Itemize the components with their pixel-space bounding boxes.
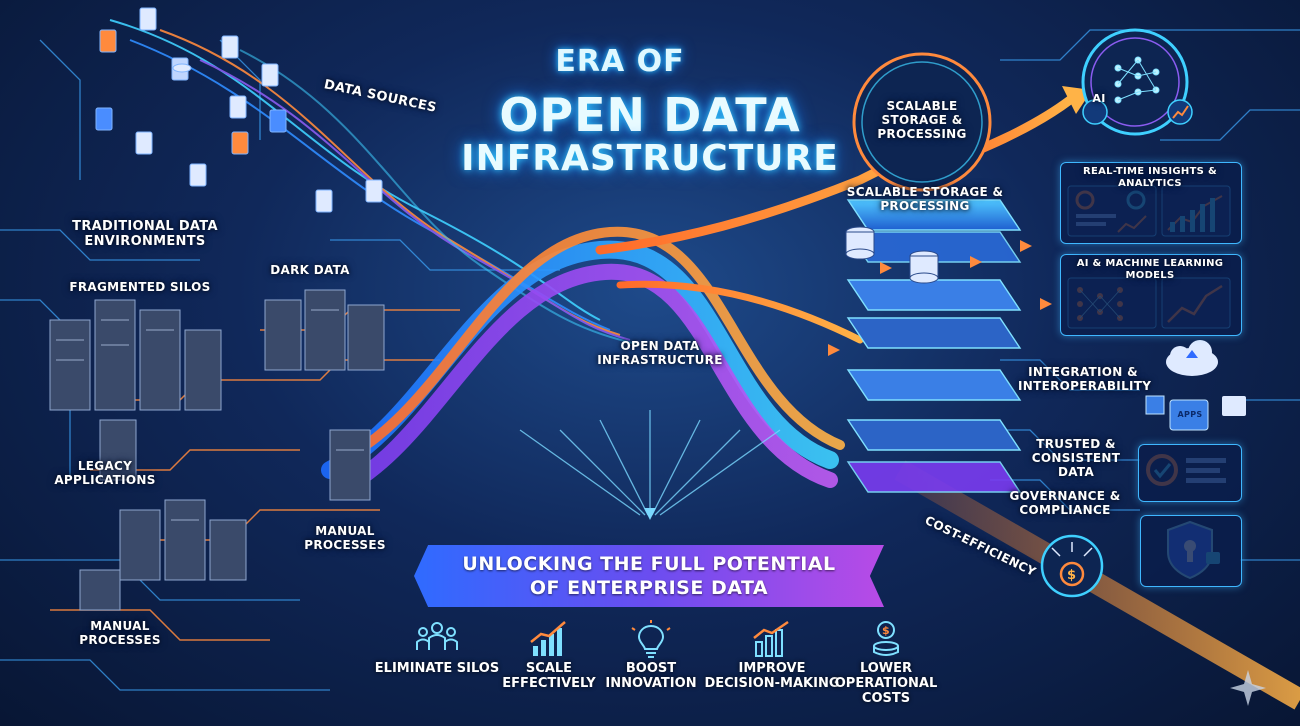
cost-circle (1040, 534, 1104, 598)
platform-layers (846, 199, 1022, 493)
cloud-icon (1145, 340, 1246, 431)
benefit-boost-innovation: BOOST INNOVATION (586, 620, 716, 692)
label-storage-stack: SCALABLE STORAGE & PROCESSING (846, 185, 1004, 213)
title-line-1: ERA OF (555, 44, 685, 79)
panel-governance (1140, 515, 1242, 587)
orange-arrows (828, 240, 1052, 356)
label-dark-data: DARK DATA (270, 263, 350, 277)
server-towers-left (49, 289, 385, 611)
benefit-improve-decision-making: IMPROVE DECISION-MAKING (702, 620, 842, 692)
benefit-label: SCALE EFFECTIVELY (502, 661, 596, 691)
database-cylinders (845, 226, 939, 284)
apps-badge: APPS (1177, 410, 1203, 419)
arrow-down-icon (644, 508, 656, 520)
ai-circle (1081, 28, 1189, 136)
benefit-scale-effectively: SCALE EFFECTIVELY (484, 620, 614, 692)
label-trusted-data: TRUSTED & CONSISTENT DATA (1031, 437, 1121, 479)
circuit-lines-right (990, 29, 1300, 561)
benefit-label: IMPROVE DECISION-MAKING (704, 661, 840, 691)
headline-banner: UNLOCKING THE FULL POTENTIAL OF ENTERPRI… (414, 545, 884, 607)
sparkle-icon (1230, 670, 1266, 706)
lightbulb-icon (631, 620, 671, 658)
panel-realtime-insights (1060, 162, 1242, 244)
data-stream-waves (109, 19, 641, 346)
benefit-label: BOOST INNOVATION (605, 661, 697, 691)
title-line-2: OPEN DATA (499, 88, 801, 142)
label-governance: GOVERNANCE & COMPLIANCE (1009, 489, 1121, 517)
benefit-lower-operational-costs: $ LOWER OPERATIONAL COSTS (826, 620, 946, 707)
growth-chart-icon (530, 621, 566, 656)
benefit-label: ELIMINATE SILOS (374, 661, 500, 676)
people-icon (416, 622, 458, 650)
server-slots (56, 309, 364, 521)
neural-network-icon (1114, 56, 1160, 104)
label-open-data-infrastructure: OPEN DATA INFRASTRUCTURE (597, 339, 723, 367)
label-traditional-environments: TRADITIONAL DATA ENVIRONMENTS (72, 219, 218, 249)
ai-badge: AI (1092, 92, 1106, 105)
cost-stream (894, 460, 1300, 710)
label-legacy-applications: LEGACY APPLICATIONS (54, 459, 156, 487)
convergence-lines (519, 410, 781, 516)
panel-ml-models (1060, 254, 1242, 336)
label-manual-processes-2: MANUAL PROCESSES (79, 619, 161, 647)
benefit-eliminate-silos: ELIMINATE SILOS (372, 620, 502, 677)
svg-text:$: $ (882, 624, 890, 637)
label-realtime-insights: REAL-TIME INSIGHTS & ANALYTICS (1083, 166, 1217, 189)
benefit-label: LOWER OPERATIONAL COSTS (834, 661, 938, 706)
banner-line-1: UNLOCKING THE FULL POTENTIAL (462, 553, 836, 575)
coins-icon: $ (873, 621, 899, 656)
label-integration: INTEGRATION & INTEROPERABILITY (1018, 365, 1152, 393)
label-ml-models: AI & MACHINE LEARNING MODELS (1076, 258, 1224, 281)
label-storage-circle: SCALABLE STORAGE & PROCESSING (877, 99, 967, 141)
ribbon-arch (321, 125, 965, 498)
panel-trusted-data (1138, 444, 1242, 502)
document-icons (95, 7, 383, 213)
storage-circle (852, 52, 992, 192)
bar-chart-icon (753, 620, 789, 657)
label-fragmented-silos: FRAGMENTED SILOS (69, 280, 211, 294)
svg-text:$: $ (1067, 568, 1076, 583)
banner-line-2: OF ENTERPRISE DATA (529, 577, 769, 599)
label-manual-processes-1: MANUAL PROCESSES (304, 524, 386, 552)
title-line-3: INFRASTRUCTURE (461, 138, 839, 179)
